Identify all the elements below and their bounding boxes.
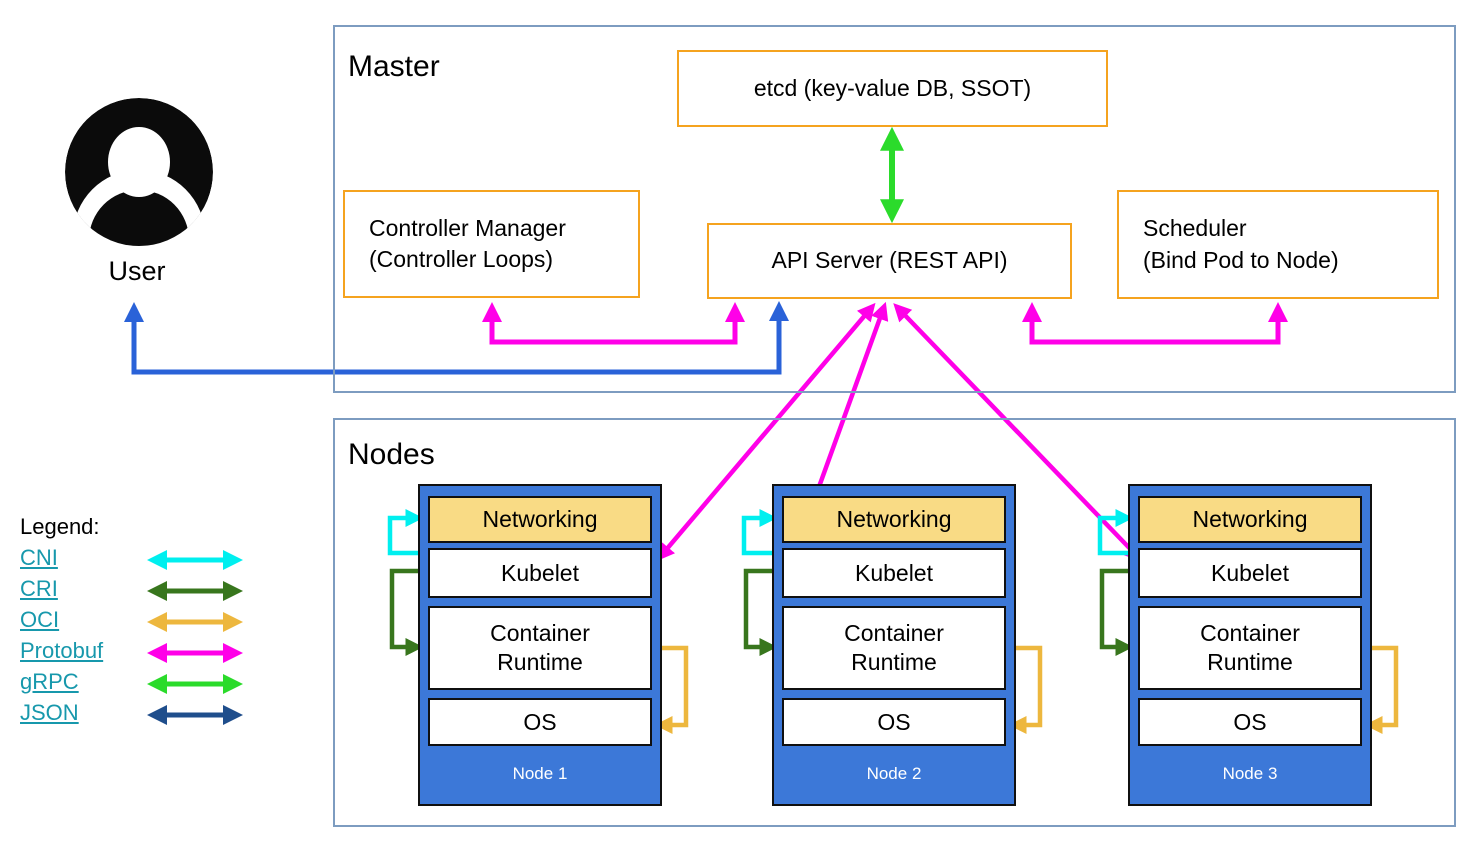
legend-title: Legend: xyxy=(20,514,100,539)
legend-link-grpc[interactable]: gRPC xyxy=(20,669,79,694)
kubelet-box: Kubelet xyxy=(782,548,1006,598)
legend-link-json[interactable]: JSON xyxy=(20,700,79,725)
networking-label: Networking xyxy=(836,506,952,532)
controller-manager-box: Controller Manager (Controller Loops) xyxy=(343,190,640,298)
legend-link-cri[interactable]: CRI xyxy=(20,576,58,601)
kubelet-box: Kubelet xyxy=(1138,548,1362,598)
master-section-label: Master xyxy=(348,50,440,83)
container-runtime-box: Container Runtime xyxy=(1138,606,1362,690)
nodes-section-label: Nodes xyxy=(348,438,435,471)
scheduler-box: Scheduler (Bind Pod to Node) xyxy=(1117,190,1439,299)
container-runtime-label: Container Runtime xyxy=(844,620,944,675)
kubelet-label: Kubelet xyxy=(500,559,579,586)
node-name-label: Node 1 xyxy=(512,764,568,783)
api-server-label: API Server (REST API) xyxy=(771,247,1008,274)
user-label: User xyxy=(108,256,166,286)
scheduler-label-line2: (Bind Pod to Node) xyxy=(1143,246,1339,273)
networking-box: Networking xyxy=(782,496,1006,543)
api-server-box: API Server (REST API) xyxy=(707,223,1072,299)
networking-label: Networking xyxy=(482,506,598,532)
legend-link-oci[interactable]: OCI xyxy=(20,607,60,632)
node-name-label: Node 2 xyxy=(866,764,922,783)
kubelet-label: Kubelet xyxy=(854,559,933,586)
container-runtime-label: Container Runtime xyxy=(490,620,590,675)
scheduler-label-line1: Scheduler xyxy=(1143,215,1247,242)
networking-label: Networking xyxy=(1192,506,1308,532)
os-box: OS xyxy=(782,698,1006,746)
kubelet-label: Kubelet xyxy=(1210,559,1289,586)
controller-manager-label-line2: (Controller Loops) xyxy=(369,246,554,272)
networking-box: Networking xyxy=(1138,496,1362,543)
node-1-box: Networking Kubelet Container Runtime OS … xyxy=(418,484,662,806)
os-label: OS xyxy=(1233,708,1267,735)
legend-link-cni[interactable]: CNI xyxy=(20,545,58,570)
nodes-section-box xyxy=(333,418,1456,827)
etcd-box: etcd (key-value DB, SSOT) xyxy=(677,50,1108,127)
kubelet-box: Kubelet xyxy=(428,548,652,598)
os-box: OS xyxy=(428,698,652,746)
node-2-box: Networking Kubelet Container Runtime OS … xyxy=(772,484,1016,806)
container-runtime-label: Container Runtime xyxy=(1200,620,1300,675)
container-runtime-box: Container Runtime xyxy=(428,606,652,690)
os-label: OS xyxy=(877,708,911,735)
os-label: OS xyxy=(523,708,557,735)
networking-box: Networking xyxy=(428,496,652,543)
os-box: OS xyxy=(1138,698,1362,746)
master-section-box xyxy=(333,25,1456,393)
node-name-label: Node 3 xyxy=(1222,764,1278,783)
container-runtime-box: Container Runtime xyxy=(782,606,1006,690)
node-3-box: Networking Kubelet Container Runtime OS … xyxy=(1128,484,1372,806)
controller-manager-label-line1: Controller Manager xyxy=(369,214,566,241)
user-icon xyxy=(65,98,213,246)
etcd-label: etcd (key-value DB, SSOT) xyxy=(753,74,1032,101)
legend-link-protobuf[interactable]: Protobuf xyxy=(20,638,104,663)
